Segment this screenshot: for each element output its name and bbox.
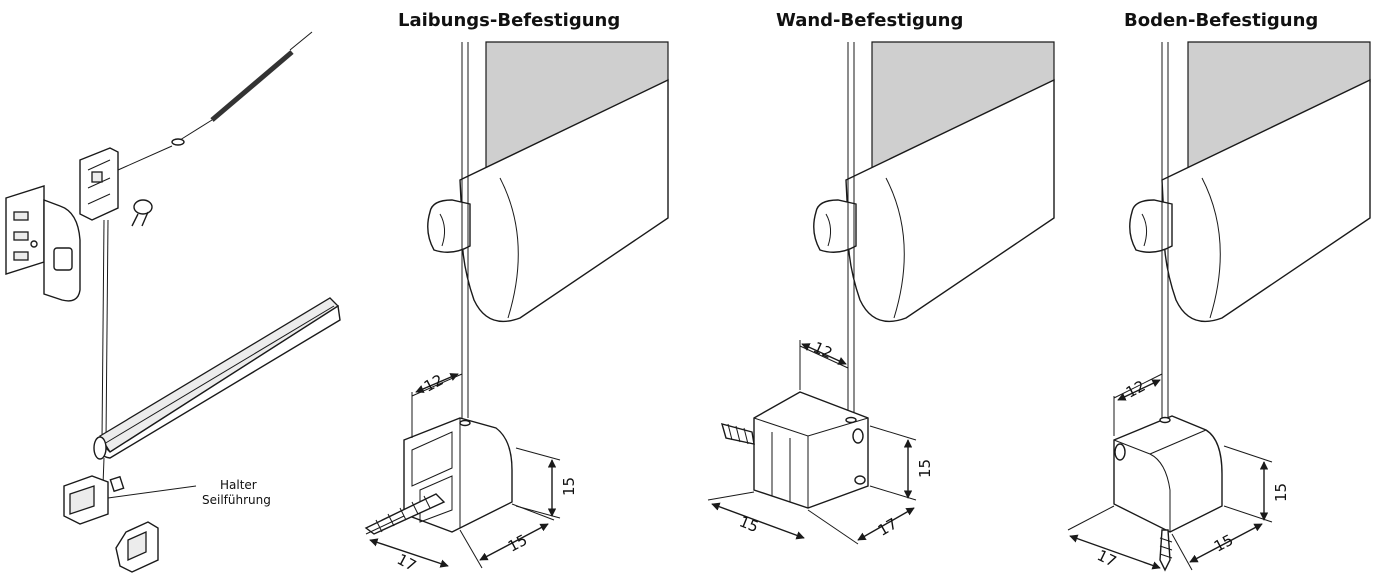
panel-laibung: 12 15 15 17: [364, 41, 669, 575]
dim-12-boden: 12: [1123, 377, 1148, 402]
dim-17-boden: 17: [1094, 546, 1119, 571]
anchor-laibung: [364, 417, 513, 535]
dim-15-boden-h: 15: [1211, 531, 1236, 556]
cable-clip: [79, 147, 119, 221]
fabric-roller: [1129, 41, 1371, 323]
dim-15-laibung-v: 15: [560, 477, 578, 496]
anchor-wand: [720, 391, 869, 509]
dim-15-wand-v: 15: [916, 459, 934, 478]
dim-15-boden-v: 15: [1272, 483, 1290, 502]
dim-17-laibung: 17: [394, 550, 419, 575]
callout-halter-seilfuehrung: Halter Seilführung: [202, 478, 271, 508]
fabric-roller: [427, 41, 669, 323]
dim-12-laibung: 12: [421, 371, 446, 396]
cable-line-b: [105, 219, 109, 441]
title-wand: Wand-Befestigung: [776, 10, 964, 31]
overview-exploded: [5, 31, 341, 573]
panel-wand: 12 15 17 15: [707, 41, 1055, 545]
dim-12-wand: 12: [810, 338, 835, 362]
dim-15-laibung-h: 15: [505, 531, 530, 556]
callout-line-1: Halter: [220, 478, 257, 492]
fabric-roller: [813, 41, 1055, 323]
callout-line-2: Seilführung: [202, 493, 271, 507]
cable-line-a: [101, 219, 105, 441]
title-laibung: Laibungs-Befestigung: [398, 10, 621, 31]
screw: [131, 199, 153, 227]
title-boden: Boden-Befestigung: [1124, 10, 1319, 31]
cable-guide-holder: [63, 475, 197, 573]
bottom-bar-profile: [93, 297, 341, 460]
panel-boden: 12 15 15 17: [1067, 41, 1371, 572]
anchor-boden: [1113, 415, 1223, 572]
tension-spring: [117, 31, 313, 171]
dim-15-wand-h: 15: [737, 512, 761, 536]
wall-bracket: [5, 185, 81, 302]
